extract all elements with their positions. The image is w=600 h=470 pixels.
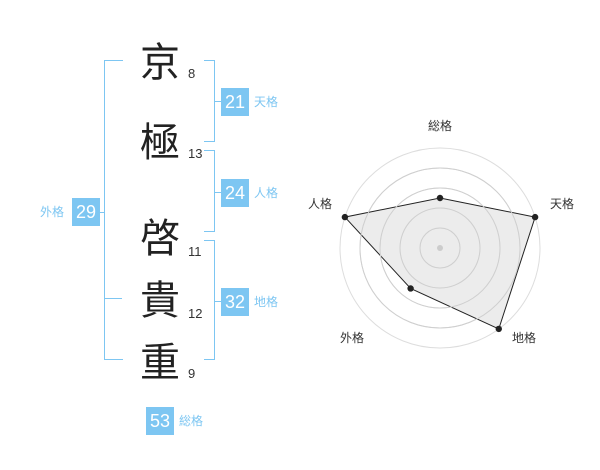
chikaku-connector	[214, 301, 221, 302]
radar-data-polygon	[343, 197, 536, 330]
radar-point-1	[436, 194, 444, 202]
tenkaku-value-badge: 21	[221, 88, 249, 116]
stroke-count-5: 9	[188, 366, 196, 381]
stroke-count-4: 12	[188, 306, 203, 321]
jinkaku-value-badge: 24	[221, 179, 249, 207]
name-char-2: 極	[140, 120, 180, 166]
stroke-count-1: 8	[188, 66, 196, 81]
jinkaku-label: 人格	[254, 186, 279, 200]
stroke-count-2: 13	[188, 146, 203, 161]
radar-grid-ring-inner	[359, 167, 521, 329]
chikaku-label: 地格	[254, 295, 279, 309]
radar-grid-ring-inner	[399, 207, 481, 289]
name-char-5: 重	[140, 340, 180, 386]
stroke-count-3: 11	[188, 244, 202, 259]
tenkaku-connector	[214, 101, 221, 102]
chikaku-bracket	[204, 240, 215, 360]
tenkaku-label: 天格	[254, 95, 279, 109]
radar-axis-label-4: 外格	[340, 330, 364, 345]
radar-point-4	[407, 285, 414, 292]
gaikaku-bracket	[104, 60, 123, 360]
radar-axis-label-1: 総格	[428, 118, 452, 133]
gaikaku-value-badge: 29	[72, 198, 100, 226]
radar-axis-label-2: 天格	[550, 196, 574, 211]
name-char-4: 貴	[140, 278, 180, 324]
soukaku-value-badge: 53	[146, 407, 174, 435]
radar-grid-ring-inner	[379, 187, 501, 309]
radar-point-2	[531, 213, 539, 221]
jinkaku-bracket	[204, 150, 215, 232]
gaikaku-bracket-inner-tick	[104, 298, 122, 299]
radar-center-dot	[437, 245, 443, 251]
name-char-1: 京	[140, 40, 180, 86]
gaikaku-bracket-connector	[97, 212, 105, 213]
name-char-3: 啓	[140, 216, 180, 262]
radar-axis-label-5: 人格	[308, 196, 332, 211]
jinkaku-connector	[214, 192, 221, 193]
gaikaku-label: 外格	[40, 205, 65, 219]
radar-point-5	[341, 213, 349, 221]
radar-axis-label-3: 地格	[512, 330, 536, 345]
soukaku-label: 総格	[179, 414, 204, 428]
chikaku-value-badge: 32	[221, 288, 249, 316]
radar-grid-ring-inner	[419, 227, 461, 269]
radar-point-3	[495, 325, 502, 333]
